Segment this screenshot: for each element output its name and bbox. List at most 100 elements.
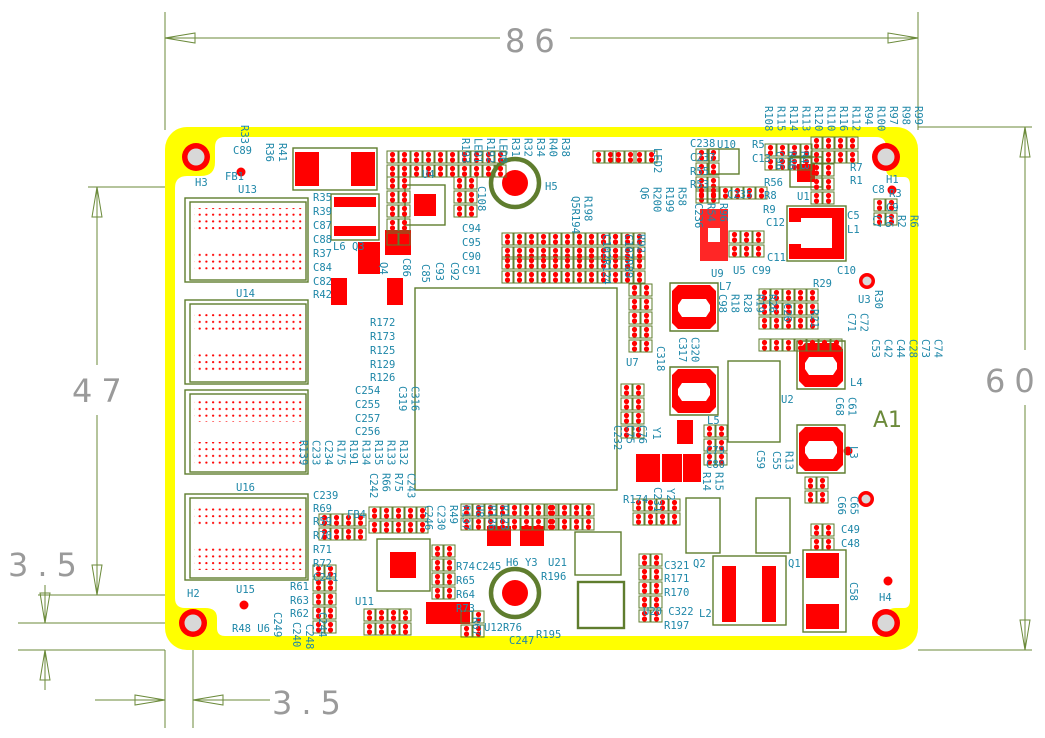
designator-r193: R193 LED1 R192 LED0 R31 R32 R34 R40 R38 bbox=[459, 138, 571, 170]
designator-c255: C255 bbox=[355, 399, 380, 411]
dimension-hole-offset-x: 3.5 bbox=[272, 684, 350, 722]
pad-pair bbox=[434, 164, 447, 178]
pad-pair bbox=[375, 608, 388, 622]
pad-pair bbox=[446, 164, 459, 178]
designator-y1: Y1 bbox=[650, 427, 662, 440]
designator-fb1: FB1 bbox=[225, 171, 244, 183]
designator-c232: C232 C75 C76 bbox=[611, 425, 648, 457]
designator-c93: C93 bbox=[433, 262, 445, 281]
designator-r69: R69 bbox=[313, 503, 332, 515]
designator-c66c65: C66 C65 bbox=[835, 496, 860, 521]
pad-pair bbox=[612, 150, 625, 164]
pad-pair bbox=[740, 244, 753, 258]
pad-pair bbox=[470, 150, 483, 164]
pad-pair bbox=[398, 232, 411, 246]
pad-pair bbox=[392, 520, 405, 534]
designator-r174: R174 bbox=[623, 494, 648, 506]
pad-pair bbox=[758, 288, 771, 302]
pad-pair bbox=[573, 246, 586, 260]
designator-c236: C236 R54 R96 bbox=[692, 203, 729, 235]
designator-r41: R41 bbox=[276, 143, 288, 162]
pad-pair bbox=[695, 162, 708, 176]
designator-r171: R171 bbox=[664, 573, 689, 585]
pad-pair bbox=[609, 246, 622, 260]
pad-pair bbox=[465, 204, 478, 218]
pad-pair bbox=[822, 163, 835, 177]
pad-pair bbox=[443, 558, 456, 572]
pad-pair bbox=[501, 232, 514, 246]
pad-pair bbox=[312, 592, 325, 606]
pad-pair bbox=[520, 503, 533, 517]
pad-pair bbox=[410, 150, 423, 164]
pad-pair bbox=[508, 517, 521, 531]
designator-q2: Q2 bbox=[693, 558, 706, 570]
pad-pair bbox=[638, 553, 651, 567]
pad-pair bbox=[752, 230, 765, 244]
designator-c245: C245 bbox=[476, 561, 501, 573]
pad-pair bbox=[628, 325, 641, 339]
pad-pair bbox=[846, 150, 859, 164]
designator-c86: C86 bbox=[400, 258, 412, 277]
pad-pair bbox=[324, 606, 337, 620]
pad-pair bbox=[312, 620, 325, 634]
pad-pair bbox=[707, 186, 720, 200]
pad-pair bbox=[443, 572, 456, 586]
pad-pair bbox=[399, 608, 412, 622]
memory-chips bbox=[184, 197, 309, 581]
pad-pair bbox=[496, 517, 509, 531]
designator-r30: R30 bbox=[872, 290, 884, 309]
pad-pair bbox=[620, 425, 633, 439]
designator-fb4: FB4 bbox=[347, 509, 366, 521]
pad-pair bbox=[794, 316, 807, 330]
designator-r56: R56 bbox=[764, 177, 783, 189]
pad-pair bbox=[638, 609, 651, 623]
pad-pair bbox=[703, 424, 716, 438]
dimension-hole-offset-y: 3.5 bbox=[8, 546, 86, 584]
pad-pair bbox=[728, 244, 741, 258]
pad-pair bbox=[558, 503, 571, 517]
designator-c84: C84 bbox=[313, 262, 332, 274]
designator-r125: R125 bbox=[370, 345, 395, 357]
designator-c95: C95 bbox=[462, 237, 481, 249]
designator-r9: R9 bbox=[763, 204, 776, 216]
pad-pair bbox=[592, 150, 605, 164]
designator-r53: R53 bbox=[690, 179, 709, 191]
designator-u15: U15 bbox=[236, 584, 255, 596]
designator-c249: C249 bbox=[271, 612, 283, 637]
designator-r59: R59 bbox=[313, 516, 332, 528]
designator-c319c316: C319 C316 bbox=[396, 386, 421, 418]
designator-u4: U4 bbox=[422, 169, 435, 181]
pad-pair bbox=[561, 232, 574, 246]
pad-pair bbox=[740, 230, 753, 244]
designator-u1: U1 bbox=[797, 191, 810, 203]
pad-pair bbox=[410, 164, 423, 178]
pad-pair bbox=[368, 520, 381, 534]
designator-c317: C317 C320 bbox=[676, 337, 701, 369]
designator-c321: C321 bbox=[664, 560, 689, 572]
designator-r67: R67 bbox=[470, 617, 482, 636]
pad-pair bbox=[810, 523, 823, 537]
pad-pair bbox=[632, 397, 645, 411]
designator-r197: R197 bbox=[664, 620, 689, 632]
pad-pair bbox=[375, 622, 388, 636]
designator-c98: C98 R18 R28 R19 R26 bbox=[716, 294, 778, 319]
dimension-width: 86 bbox=[505, 22, 564, 60]
designator-r196: R196 bbox=[541, 571, 566, 583]
pad-pair bbox=[770, 288, 783, 302]
designator-c12: C12 bbox=[766, 217, 785, 229]
pad-pair bbox=[810, 163, 823, 177]
pad-pair bbox=[472, 624, 485, 638]
designator-c53: C53 C42 C44 C28 C73 C74 bbox=[869, 339, 944, 364]
designator-u12r76: U12R76 bbox=[484, 622, 522, 634]
pad-pair bbox=[546, 503, 559, 517]
pad-pair bbox=[638, 567, 651, 581]
designator-c87: C87 bbox=[313, 220, 332, 232]
pad-pair bbox=[324, 620, 337, 634]
pad-pair bbox=[755, 186, 768, 200]
designator-c49: C49 bbox=[841, 524, 860, 536]
pad-pair bbox=[650, 553, 663, 567]
designator-c241: C241 bbox=[313, 572, 338, 584]
pad-pair bbox=[537, 232, 550, 246]
